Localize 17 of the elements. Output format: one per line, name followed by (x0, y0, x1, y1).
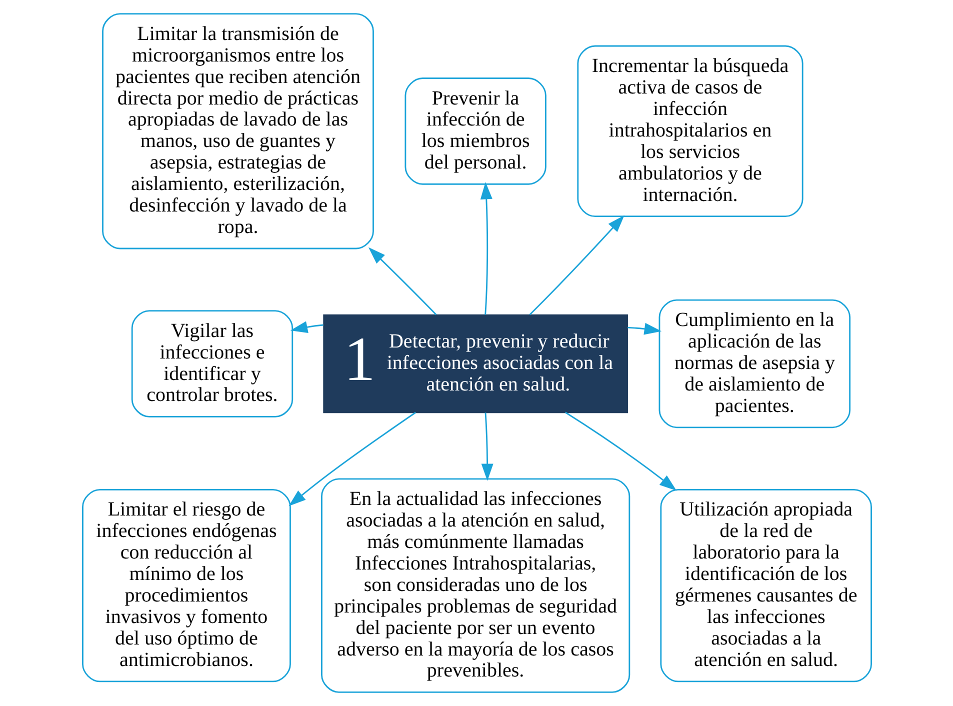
arrow (480, 412, 493, 481)
arrow (290, 321, 323, 333)
arrow (564, 412, 676, 491)
node-box: Prevenir la infección de los miembros del personal. (404, 78, 546, 185)
node-box: 1 Detectar, prevenir y reducir infecciones asociadas con la atención en salud. (322, 314, 628, 414)
arrow (288, 412, 416, 506)
arrow (528, 215, 624, 316)
arrow (368, 247, 436, 316)
node-box: Limitar el riesgo de infecciones endógenas con reducción al mínimo de los procedimientos invasivos y fomento del uso óptimo de antimicrobianos. (82, 488, 290, 682)
arrow (627, 322, 662, 335)
arrow (480, 182, 492, 315)
node-box: Vigilar las infecciones e identificar y controlar brotes. (130, 310, 293, 418)
node-box: Limitar la transmisión de microorganismos entre los pacientes que reciben atención directa por medio de prácticas apropiadas de lavado de las manos, uso de guantes y asepsia, estrategias de aislamiento, esterilización, desinfección y lavado de la ropa. (102, 13, 374, 250)
node-box: Cumplimiento en la aplicación de las normas de asepsia y de aislamiento de pacientes. (658, 299, 850, 428)
node-box: En la actualidad las infecciones asociadas a la atención en salud, más comúnmente llamadas Infecciones Intrahospitalarias, son consideradas uno de los principales problemas de seguridad del paciente por ser un evento adverso en la mayoría de los casos prevenibles. (320, 478, 630, 693)
node-box: Incrementar la búsqueda activa de casos de infección intrahospitalarios en los servicios ambulatorios y de internación. (576, 45, 803, 218)
node-box: Utilización apropiada de la red de laboratorio para la identificación de los gérmenes causantes de las infecciones asociadas a la atención en salud. (660, 488, 872, 682)
